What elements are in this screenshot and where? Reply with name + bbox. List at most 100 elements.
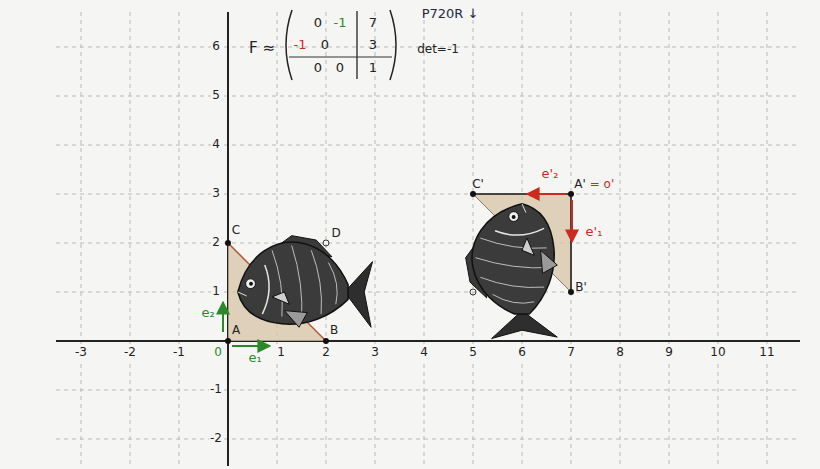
axis-tick: -1	[209, 383, 223, 396]
fish-tail	[345, 262, 373, 328]
axis-tick: 1	[211, 285, 221, 298]
matrix-entry: 0	[321, 38, 329, 52]
point-label: A	[232, 324, 240, 337]
fish	[238, 236, 373, 328]
vector-label: e₁	[248, 351, 261, 365]
fish-pupil	[512, 215, 516, 219]
vector-label: e'₂	[542, 167, 559, 181]
point-label: C	[232, 224, 240, 237]
annotation: = o'	[590, 178, 615, 191]
axis-tick: 6	[517, 346, 527, 359]
fish-mouth	[522, 204, 526, 213]
axis-tick: 8	[615, 346, 625, 359]
formula: F ≈	[249, 40, 275, 57]
matrix-entry: -1	[294, 38, 307, 52]
point	[225, 338, 231, 344]
grid-line	[767, 12, 768, 466]
grid-line	[81, 12, 82, 466]
fish-scale	[292, 245, 302, 321]
grid-line	[56, 243, 800, 244]
vector-label: e₂	[201, 306, 214, 320]
point-label: B	[330, 324, 338, 337]
open-point	[323, 240, 329, 246]
fish-scale	[493, 294, 535, 303]
point-label: D	[331, 227, 340, 240]
fish-fin	[272, 292, 289, 304]
point	[323, 338, 329, 344]
axis-tick: 5	[468, 346, 478, 359]
grid-line	[56, 145, 800, 146]
grid-line	[277, 12, 278, 466]
fish-scale	[480, 238, 546, 248]
grid-line	[326, 12, 327, 466]
fish-pupil	[249, 282, 253, 286]
point	[225, 240, 231, 246]
grid-line	[56, 292, 800, 293]
matrix-entry: 0	[336, 61, 344, 75]
axis-tick: -3	[74, 346, 88, 359]
axis-tick: 2	[211, 236, 221, 249]
grid-line	[130, 12, 131, 466]
axis-tick: 5	[211, 89, 221, 102]
fish-fin	[284, 311, 307, 328]
axis-tick: 11	[758, 346, 775, 359]
grid-line	[56, 341, 800, 342]
matrix-rule	[289, 57, 392, 58]
matrix-bar	[356, 11, 357, 79]
matrix-entry: 3	[369, 38, 377, 52]
grid-line	[56, 439, 800, 440]
axis-tick: 1	[276, 346, 286, 359]
grid-line	[375, 12, 376, 466]
point-label: A'	[574, 178, 586, 191]
axis-tick: 4	[211, 138, 221, 151]
axis-tick: 7	[566, 346, 576, 359]
grid-line	[56, 390, 800, 391]
matrix-bracket	[390, 10, 396, 80]
basis-arrow	[527, 193, 566, 195]
y-axis	[227, 12, 229, 466]
grid-line	[56, 96, 800, 97]
axis-tick: 9	[664, 346, 674, 359]
matrix-entry: 1	[369, 61, 377, 75]
fish-gill	[495, 228, 544, 235]
fish-fin	[522, 238, 534, 255]
grid-line	[669, 12, 670, 466]
matrix-entry: 7	[369, 16, 377, 30]
grid-line	[56, 194, 800, 195]
grid-line	[473, 12, 474, 466]
point	[470, 191, 476, 197]
origin-label: 0	[213, 346, 223, 359]
basis-arrow	[232, 345, 270, 347]
axis-tick: 3	[211, 187, 221, 200]
axis-tick: 10	[709, 346, 726, 359]
axis-tick: -1	[172, 346, 186, 359]
axis-tick: 6	[211, 40, 221, 53]
axis-tick: 2	[321, 346, 331, 359]
fish-scale	[475, 258, 551, 268]
fish-eye	[246, 279, 256, 289]
determinant: det=-1	[417, 43, 459, 56]
basis-arrow	[571, 200, 573, 242]
vector-label: e'₁	[586, 225, 603, 239]
fish-fin	[541, 250, 558, 273]
grid-line	[228, 12, 229, 466]
fish-image	[466, 204, 558, 339]
fish-tail	[492, 311, 558, 339]
fish-scale	[480, 277, 544, 287]
matrix-entry: 0	[314, 61, 322, 75]
point	[568, 289, 574, 295]
point-label: C'	[472, 178, 484, 191]
matrix-bracket	[286, 10, 292, 80]
grid-line	[620, 12, 621, 466]
open-point	[470, 289, 476, 295]
point-label: B'	[575, 281, 587, 294]
fish-scale	[311, 250, 321, 314]
axis-tick: 4	[419, 346, 429, 359]
grid-line	[424, 12, 425, 466]
fish-mouth	[238, 292, 247, 296]
grid-line	[179, 12, 180, 466]
axis-tick: 3	[370, 346, 380, 359]
grid-line	[718, 12, 719, 466]
